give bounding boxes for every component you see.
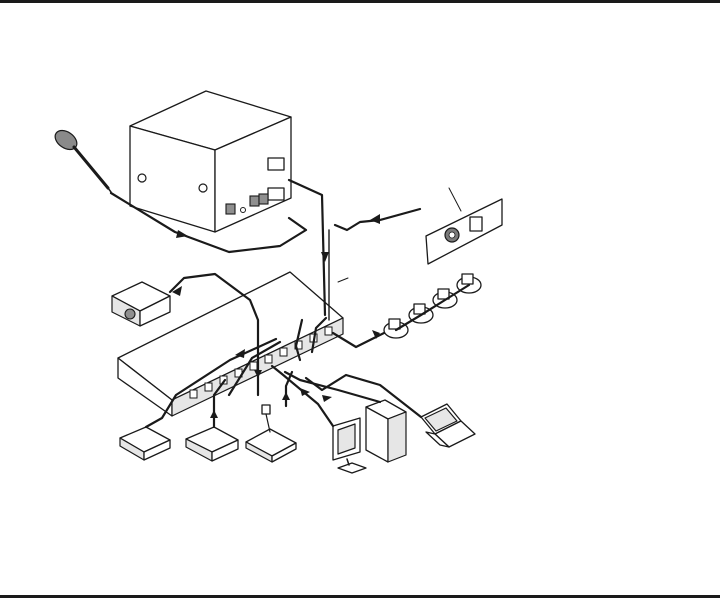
desktop-computer-icon <box>333 400 406 473</box>
wall-plate-icon <box>426 199 502 264</box>
projector-icon <box>112 282 170 326</box>
control-panel-icon <box>246 405 296 462</box>
power-supply-box-icon <box>130 91 291 232</box>
dvd-player-icon <box>120 427 170 460</box>
microphone-icon <box>52 127 111 192</box>
laptop-icon <box>421 404 475 447</box>
speaker-chain-cable <box>396 285 469 330</box>
dvd-player-icon <box>186 427 238 461</box>
callout-line-cable <box>338 278 348 282</box>
callout-line-wall-plate <box>449 188 461 211</box>
